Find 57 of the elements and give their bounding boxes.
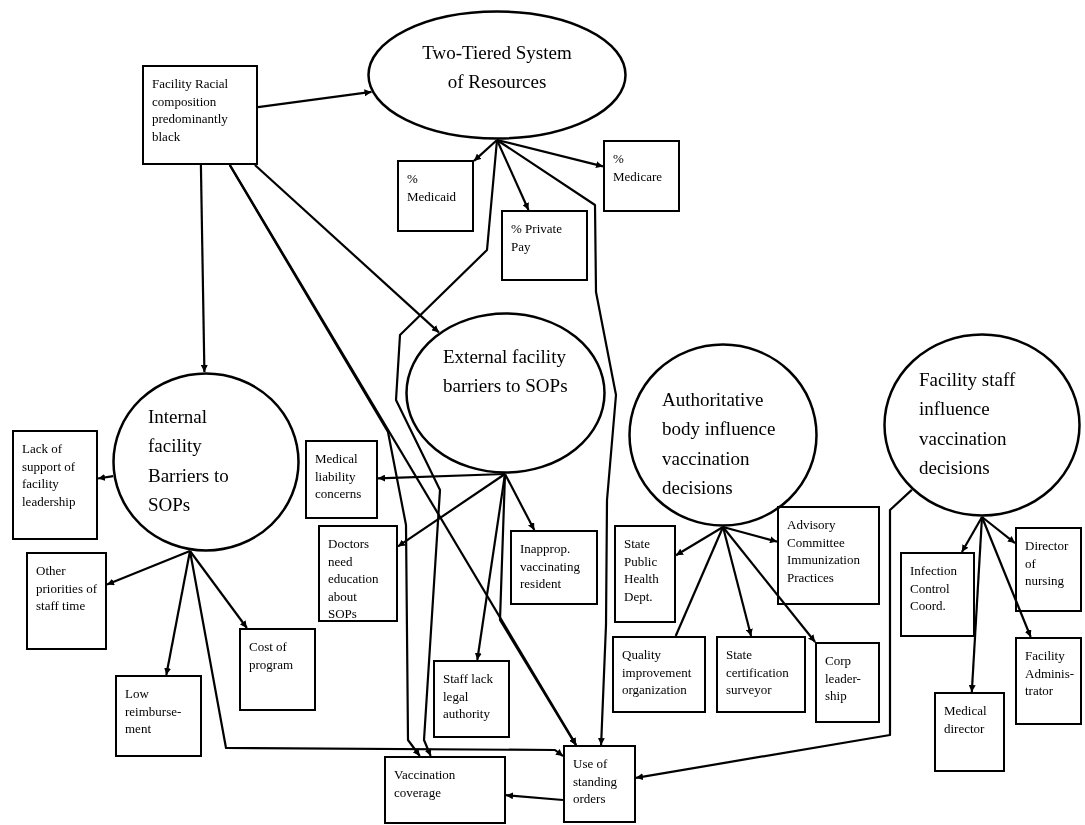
arrow [394, 139, 499, 757]
arrow [968, 516, 984, 693]
factor-box: Medical director [934, 692, 1005, 772]
arrow [473, 139, 498, 162]
arrow [254, 164, 440, 334]
concept-label: Facility staff influence vaccination decisions [919, 368, 1017, 481]
arrow [504, 473, 536, 531]
factor-box: Doctors need education about SOPs [318, 525, 398, 622]
factor-box: State certification surveyor [716, 636, 806, 713]
concept-label: External facility barriers to SOPs [443, 345, 569, 399]
factor-box: Infection Control Coord. [900, 552, 975, 637]
arrow [257, 89, 372, 109]
arrow [164, 550, 192, 676]
concept-label: Two-Tiered System of Resources [421, 41, 573, 95]
arrow [981, 516, 1032, 638]
factor-box: Lack of support of facility leadership [12, 430, 98, 540]
arrow [496, 139, 618, 746]
factor-box: Quality improvement organization [612, 636, 706, 713]
arrow [960, 516, 983, 553]
factor-box: Inapprop. vaccinating resident [510, 530, 598, 605]
factor-box: Vaccination coverage [384, 756, 506, 824]
concept-label: Authoritative body influence vaccination decisions [662, 388, 777, 501]
arrow [496, 139, 530, 211]
factor-box: % Medicaid [397, 160, 474, 232]
factor-box: Facility Adminis-trator [1015, 637, 1082, 725]
arrow [721, 526, 753, 637]
arrow [188, 550, 564, 757]
factor-box: Facility Racial composition predominantly black [142, 65, 258, 165]
factor-box: Director of nursing [1015, 527, 1082, 612]
arrow [228, 164, 578, 746]
connector-line [674, 526, 724, 637]
arrow [474, 473, 507, 661]
factor-box: Other priorities of staff time [26, 552, 107, 650]
arrow [981, 516, 1016, 544]
arrow [397, 473, 506, 548]
factor-box: Medical liability concerns [305, 440, 378, 519]
arrow [228, 164, 421, 757]
arrow [722, 526, 816, 643]
arrow [199, 165, 208, 372]
factor-box: Cost of program [239, 628, 316, 711]
factor-box: % Medicare [603, 140, 680, 212]
arrow [106, 550, 191, 586]
factor-box: % Private Pay [501, 210, 588, 281]
arrow [635, 489, 913, 781]
factor-box: State Public Health Dept. [614, 525, 676, 623]
factor-box: Low reimburse-ment [115, 675, 202, 757]
arrow [189, 550, 248, 629]
concept-label: Internal facility Barriers to SOPs [148, 405, 230, 518]
arrow [97, 473, 114, 481]
arrow [675, 526, 724, 557]
factor-box: Advisory Committee Immunization Practices [777, 506, 880, 605]
factor-box: Corp leader-ship [815, 642, 880, 723]
factor-box: Staff lack legal authority [433, 660, 510, 738]
factor-box: Use of standing orders [563, 745, 636, 823]
arrow [498, 473, 577, 746]
arrow [505, 792, 564, 802]
arrow [722, 525, 778, 544]
